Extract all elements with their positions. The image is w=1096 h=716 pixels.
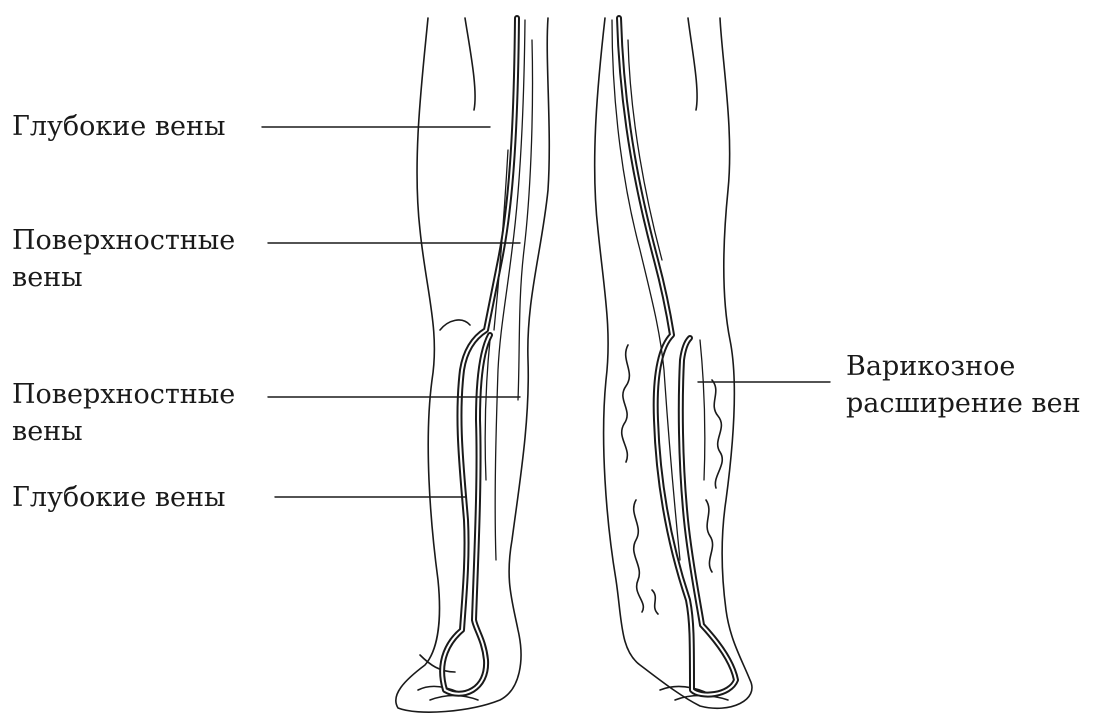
right-leg-outline: [595, 18, 752, 708]
label-text-line-1: Варикозное: [846, 348, 1081, 385]
label-varicose-veins: Варикозное расширение вен: [846, 348, 1081, 422]
label-deep-veins-thigh: Глубокие вены: [12, 108, 226, 145]
label-text-line-2: расширение вен: [846, 385, 1081, 422]
label-deep-veins-shin: Глубокие вены: [12, 479, 226, 516]
label-superficial-veins-shin: Поверхностные вены: [12, 376, 235, 450]
label-text-line-1: Поверхностные: [12, 376, 235, 413]
label-text-line-1: Поверхностные: [12, 222, 235, 259]
right-deep-vein: [619, 18, 736, 695]
label-text-line-2: вены: [12, 413, 235, 450]
label-text: Глубокие вены: [12, 108, 226, 145]
leader-lines: [262, 127, 830, 497]
label-text: Глубокие вены: [12, 479, 226, 516]
left-deep-vein: [442, 18, 517, 694]
label-text-line-2: вены: [12, 259, 235, 296]
label-superficial-veins-thigh: Поверхностные вены: [12, 222, 235, 296]
